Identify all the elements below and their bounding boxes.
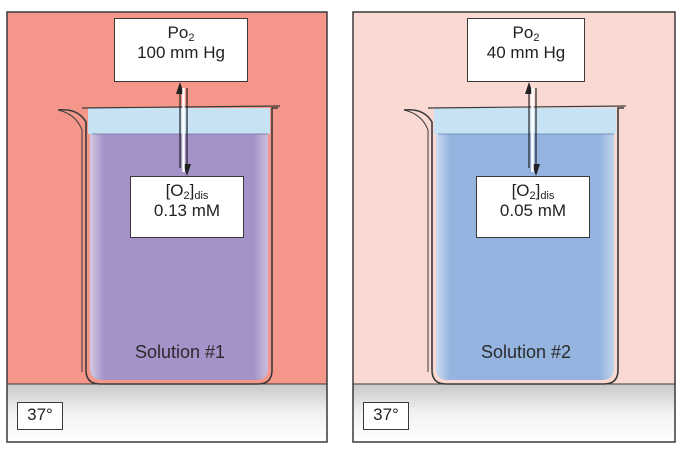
panel-1-temperature: 37° xyxy=(17,402,63,430)
panel-1-dissolved-o2-box: [O2]dis 0.13 mM xyxy=(130,176,244,238)
panel-1-po2-box: Po2 100 mm Hg xyxy=(114,18,248,82)
panel-2-o2-value: 0.05 mM xyxy=(499,201,567,220)
panel-2-po2-value: 40 mm Hg xyxy=(486,43,566,62)
panel-1-po2-value: 100 mm Hg xyxy=(137,43,225,62)
panel-1-solution-label: Solution #1 xyxy=(134,342,226,362)
panel-1-o2-symbol-line: [O2]dis xyxy=(165,181,209,202)
panel-2-temperature: 37° xyxy=(363,402,409,430)
panel-1-po2-symbol-line: Po2 xyxy=(167,23,195,44)
panel-1-o2-value: 0.13 mM xyxy=(153,201,221,220)
panel-2-po2-box: Po2 40 mm Hg xyxy=(467,18,585,82)
panel-2-exchange-arrows xyxy=(525,82,540,176)
panel-2-o2-symbol-line: [O2]dis xyxy=(511,181,555,202)
panel-2-po2-symbol-line: Po2 xyxy=(512,23,540,44)
panel-2-dissolved-o2-box: [O2]dis 0.05 mM xyxy=(476,176,590,238)
panel-2-solution-label: Solution #2 xyxy=(480,342,572,362)
panel-1-exchange-arrows xyxy=(176,82,191,176)
